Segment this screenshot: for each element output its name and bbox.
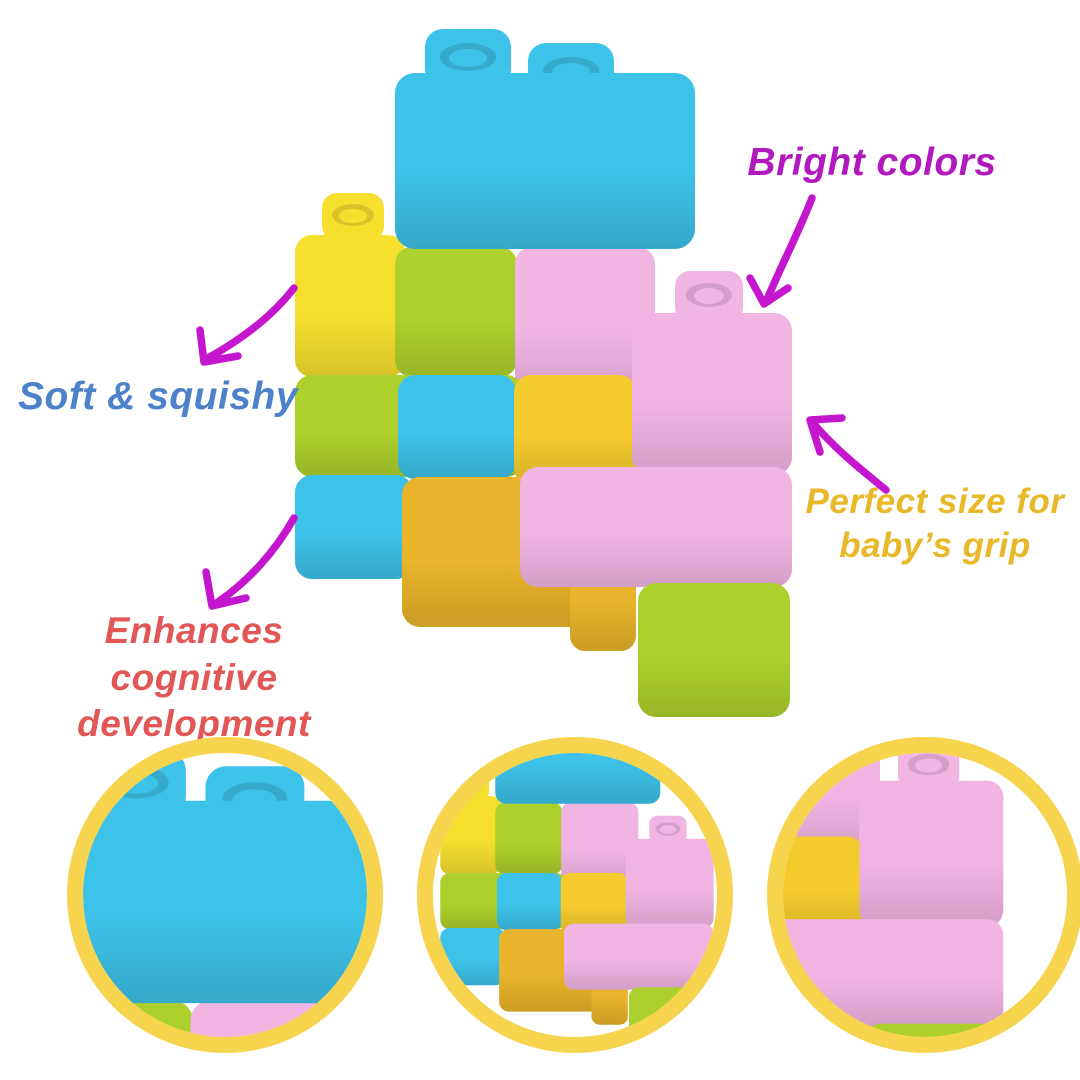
- callout-perfect-size-line2: baby’s grip: [839, 526, 1031, 566]
- callout-soft-squishy: Soft & squishy: [8, 372, 308, 421]
- callout-soft-squishy-label: Soft & squishy: [17, 375, 299, 418]
- callout-cognitive-line2: development: [77, 703, 311, 745]
- detail-circle-pink-brick: [767, 737, 1080, 1053]
- yellow-ring-icon: [767, 737, 1080, 1053]
- curved-arrow-down-left-icon: [202, 514, 298, 610]
- detail-crop-pink-brick: [783, 753, 1067, 1037]
- detail-crop-block-stack: [433, 753, 717, 1037]
- yellow-ring-icon: [417, 737, 733, 1053]
- detail-circle-block-stack: [417, 737, 733, 1053]
- curved-arrow-down-icon: [746, 194, 816, 308]
- detail-circle-blue-brick: [67, 737, 383, 1053]
- detail-crop-blue-brick: [83, 753, 367, 1037]
- callout-perfect-size: Perfect size for baby’s grip: [796, 480, 1074, 568]
- callout-perfect-size-line1: Perfect size for: [805, 482, 1065, 521]
- callout-bright-colors-label: Bright colors: [747, 141, 997, 184]
- callout-cognitive-line1: Enhances cognitive: [104, 610, 284, 698]
- curved-arrow-down-left-icon: [196, 284, 298, 366]
- yellow-ring-icon: [67, 737, 383, 1053]
- callout-bright-colors: Bright colors: [742, 138, 1002, 187]
- callout-cognitive-development: Enhances cognitive development: [22, 608, 366, 748]
- curved-arrow-up-left-icon: [806, 414, 890, 494]
